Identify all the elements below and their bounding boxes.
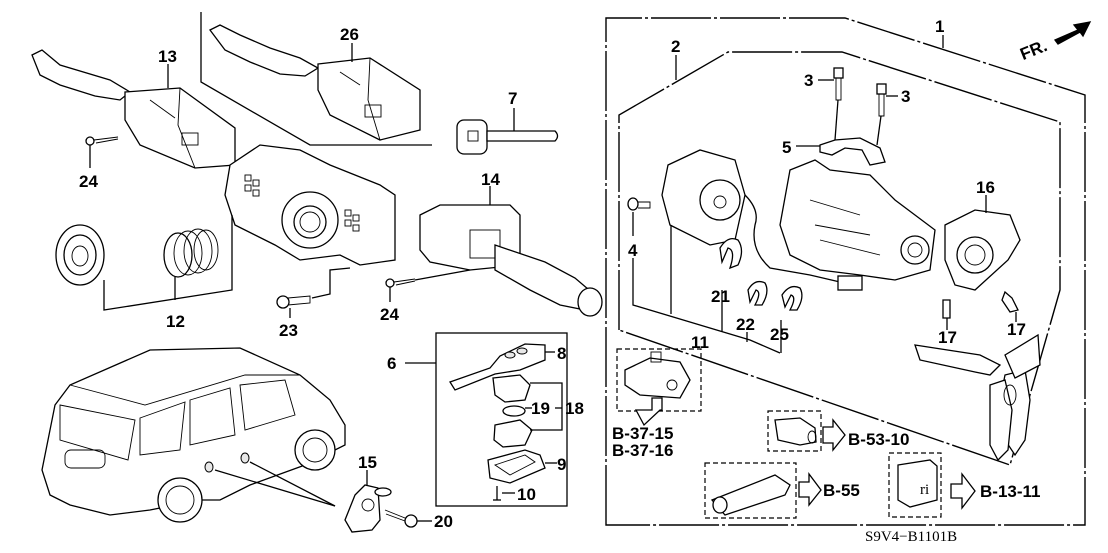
ref-arrow-b-13[interactable] xyxy=(950,472,976,510)
callout-18[interactable]: 18 xyxy=(565,399,584,418)
callout-2[interactable]: 2 xyxy=(671,37,680,56)
ref-label-b-53-10[interactable]: B-53-10 xyxy=(848,430,909,449)
callout-3a[interactable]: 3 xyxy=(804,71,813,90)
ref-box-b-55[interactable] xyxy=(704,462,797,519)
ref-arrow-b-55[interactable] xyxy=(798,472,822,507)
part-16-cover[interactable] xyxy=(944,209,1021,291)
group-frame-1 xyxy=(605,17,1086,526)
callout-26[interactable]: 26 xyxy=(340,25,359,44)
part-24-screw-b[interactable] xyxy=(385,269,471,288)
part-13-combination-switch[interactable] xyxy=(31,49,236,169)
callout-4[interactable]: 4 xyxy=(628,241,638,260)
part-14-wiper-switch[interactable] xyxy=(419,204,603,317)
ref-box-b-13[interactable]: ri xyxy=(888,452,942,518)
direction-label: FR. xyxy=(1017,36,1050,64)
part-9-case[interactable] xyxy=(487,449,546,484)
callout-24b[interactable]: 24 xyxy=(380,305,399,324)
front-arrow-icon xyxy=(1053,21,1092,45)
part-4-bolt[interactable] xyxy=(627,197,651,211)
part-steering-lock-body[interactable] xyxy=(779,159,936,281)
part-17-screw-a[interactable] xyxy=(942,299,951,319)
group-frame-26 xyxy=(200,12,432,146)
part-18-transmitter[interactable] xyxy=(492,374,533,448)
callout-21[interactable]: 21 xyxy=(711,287,730,306)
callout-15[interactable]: 15 xyxy=(358,453,377,472)
part-21-clip[interactable] xyxy=(719,237,743,270)
callout-1[interactable]: 1 xyxy=(935,17,944,36)
callout-3b[interactable]: 3 xyxy=(901,87,910,106)
part-5-clamp[interactable] xyxy=(819,137,886,166)
part-3-bolt-a[interactable] xyxy=(833,67,844,101)
ref-box-b-53[interactable] xyxy=(767,410,822,452)
ref-arrow-down[interactable] xyxy=(634,397,663,427)
ref-label-b-55[interactable]: B-55 xyxy=(823,481,860,500)
callout-20[interactable]: 20 xyxy=(434,512,453,531)
callout-25[interactable]: 25 xyxy=(770,325,789,344)
part-26-combination-switch[interactable] xyxy=(209,24,421,141)
callout-14[interactable]: 14 xyxy=(481,170,500,189)
part-7-key[interactable] xyxy=(456,119,559,155)
callout-13[interactable]: 13 xyxy=(158,47,177,66)
part-cable-reel-assembly[interactable] xyxy=(224,144,396,266)
callout-10[interactable]: 10 xyxy=(517,485,536,504)
part-3-bolt-b[interactable] xyxy=(876,83,887,117)
front-direction-indicator: FR. xyxy=(1017,21,1092,64)
callout-11[interactable]: 11 xyxy=(691,333,709,352)
callout-16[interactable]: 16 xyxy=(976,178,995,197)
part-12-rotor[interactable] xyxy=(55,224,105,286)
svg-text:ri: ri xyxy=(920,482,929,498)
callout-12[interactable]: 12 xyxy=(166,312,185,331)
part-17-screw-b[interactable] xyxy=(1001,290,1019,313)
part-12-spring[interactable] xyxy=(163,228,219,278)
callout-8[interactable]: 8 xyxy=(557,344,566,363)
part-23-bolt[interactable] xyxy=(276,295,311,309)
callout-24a[interactable]: 24 xyxy=(79,172,98,191)
callout-23[interactable]: 23 xyxy=(279,321,298,340)
group-frame-6 xyxy=(435,332,568,507)
part-22-clip[interactable] xyxy=(747,280,768,306)
part-24-screw-a[interactable] xyxy=(85,136,119,146)
callout-19[interactable]: 19 xyxy=(531,399,550,418)
ref-label-b-13-11[interactable]: B-13-11 xyxy=(980,482,1040,501)
callout-6[interactable]: 6 xyxy=(387,354,396,373)
part-10-screw[interactable] xyxy=(493,486,501,501)
callout-22[interactable]: 22 xyxy=(736,315,755,334)
callout-17b[interactable]: 17 xyxy=(1007,320,1026,339)
part-19-battery[interactable] xyxy=(502,405,526,417)
part-25-clip[interactable] xyxy=(781,285,803,311)
ref-arrow-b-53[interactable] xyxy=(822,418,846,452)
part-20-bolt[interactable] xyxy=(384,509,418,528)
callout-9[interactable]: 9 xyxy=(557,455,566,474)
callout-17a[interactable]: 17 xyxy=(938,328,957,347)
callout-7[interactable]: 7 xyxy=(508,89,517,108)
vehicle-illustration xyxy=(41,347,346,523)
part-key-set[interactable] xyxy=(914,333,1041,462)
callout-5[interactable]: 5 xyxy=(782,138,791,157)
diagram-code: S9V4−B1101B xyxy=(865,529,957,545)
ref-label-b-37-16[interactable]: B-37-16 xyxy=(612,441,673,460)
ref-label-b-37-15[interactable]: B-37-15 xyxy=(612,424,673,443)
part-15-door-switch[interactable] xyxy=(344,484,392,533)
